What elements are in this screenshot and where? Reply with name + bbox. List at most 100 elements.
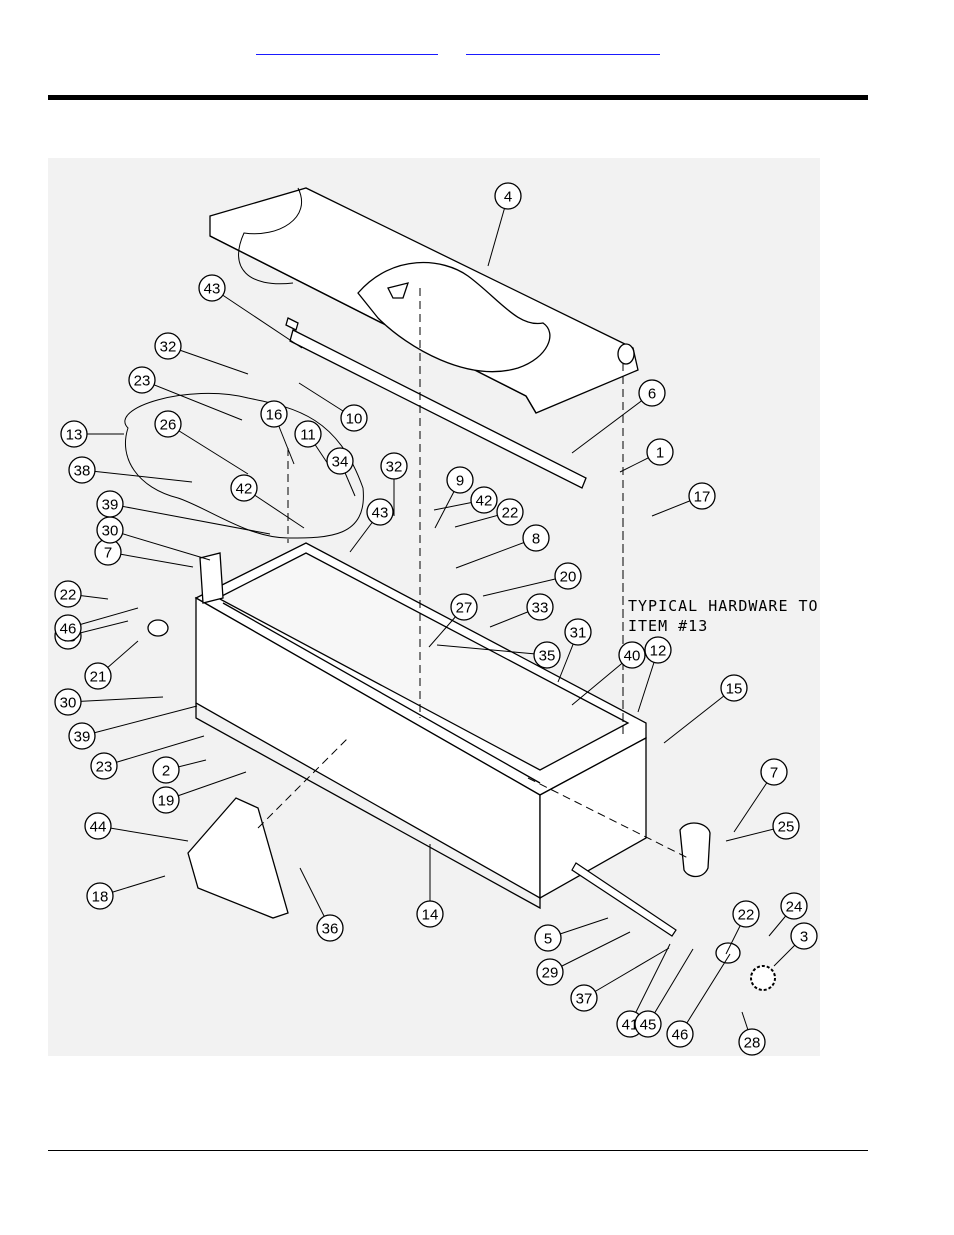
callout-34: 34 [326, 447, 356, 497]
callout-label: 28 [744, 1035, 761, 1052]
callout-circle [646, 438, 674, 466]
callout-label: 22 [738, 907, 755, 924]
bearing-right [715, 942, 741, 964]
callout-label: 19 [158, 793, 175, 810]
header-link-left[interactable] [256, 40, 438, 55]
callout-label: 23 [134, 373, 151, 390]
callout-circle [564, 618, 592, 646]
callout-label: 42 [236, 481, 253, 498]
callout-label: 38 [74, 463, 91, 480]
callout-leader [436, 644, 548, 656]
callout-14: 14 [416, 844, 444, 928]
callout-label: 5 [544, 931, 552, 948]
callout-45: 45 [634, 948, 694, 1038]
callout-label: 13 [66, 427, 83, 444]
callout-label: 45 [640, 1017, 657, 1034]
callout-29: 29 [536, 931, 631, 986]
callout-7: 7 [733, 758, 788, 833]
callout-label: 8 [532, 531, 540, 548]
callout-22: 22 [725, 900, 760, 955]
callout-circle [366, 498, 394, 526]
callout-label: 15 [726, 681, 743, 698]
callout-10: 10 [298, 382, 368, 432]
callout-circle [450, 593, 478, 621]
callout-label: 10 [346, 411, 363, 428]
callout-label: 4 [504, 189, 512, 206]
callout-circle [644, 636, 672, 664]
callout-circle [720, 674, 748, 702]
callout-label: 30 [60, 695, 77, 712]
callout-2: 2 [152, 756, 207, 784]
callout-label: 39 [74, 729, 91, 746]
callout-9: 9 [434, 466, 474, 529]
callout-label: 42 [476, 493, 493, 510]
callout-5: 5 [534, 917, 609, 952]
callout-23: 23 [90, 735, 205, 780]
callout-leader [482, 575, 569, 597]
callout-leader [583, 947, 670, 999]
callout-42: 42 [433, 486, 498, 514]
callout-label: 11 [300, 427, 316, 444]
callout-17: 17 [651, 482, 716, 517]
callout-46: 46 [54, 607, 139, 642]
callout-label: 27 [456, 600, 473, 617]
callout-label: 14 [422, 907, 439, 924]
callout-6: 6 [571, 379, 666, 454]
callout-28: 28 [738, 1011, 766, 1056]
header-link-right[interactable] [466, 40, 660, 55]
callout-label: 32 [386, 459, 403, 476]
callout-leader [629, 943, 671, 1025]
lid-part [209, 187, 639, 414]
callout-label: 9 [456, 473, 464, 490]
callout-label: 35 [539, 648, 556, 665]
callout-circle [618, 641, 646, 669]
callout-leader [167, 423, 249, 475]
callout-circle [526, 593, 554, 621]
callout-circle [638, 379, 666, 407]
callout-40: 40 [571, 641, 646, 706]
callout-circle [86, 882, 114, 910]
callout-circle [380, 452, 408, 480]
callout-label: 17 [694, 489, 711, 506]
callout-label: 2 [162, 763, 170, 780]
callout-circle [772, 812, 800, 840]
callout-label: 43 [204, 281, 221, 298]
callout-24: 24 [768, 892, 808, 937]
callout-label: 16 [266, 407, 283, 424]
callout-leader [109, 529, 211, 561]
callout-circle [154, 410, 182, 438]
callout-circle [152, 756, 180, 784]
callout-circle [666, 1020, 694, 1048]
callout-circle [84, 812, 112, 840]
svg-text:TYPICAL HARDWARE TO: TYPICAL HARDWARE TO [628, 597, 819, 615]
callout-leader [109, 503, 271, 535]
callout-label: 24 [786, 899, 803, 916]
callout-circle [260, 400, 288, 428]
callout-circle [340, 404, 368, 432]
callout-circle [326, 447, 354, 475]
callout-25: 25 [725, 812, 800, 842]
callout-circle [154, 332, 182, 360]
callout-label: 32 [160, 339, 177, 356]
callout-circle [496, 498, 524, 526]
callout-circle [54, 580, 82, 608]
callout-leader [211, 287, 303, 349]
callout-leader [81, 469, 193, 483]
callout-label: 41 [622, 1017, 639, 1034]
callout-circle [533, 641, 561, 669]
callout-circle [68, 722, 96, 750]
callout-label: 22 [502, 505, 519, 522]
callout-circle [522, 524, 550, 552]
callout-label: 46 [60, 621, 77, 638]
callout-36: 36 [299, 867, 344, 942]
callout-15: 15 [663, 674, 748, 744]
callout-label: 39 [102, 497, 119, 514]
callout-7: 7 [94, 538, 194, 568]
callout-circle [54, 688, 82, 716]
callout-circle [152, 786, 180, 814]
sprocket-part [750, 965, 776, 991]
callout-circle [90, 752, 118, 780]
plate-part [187, 797, 289, 919]
callout-leader [455, 537, 537, 569]
callout-circle [416, 900, 444, 928]
